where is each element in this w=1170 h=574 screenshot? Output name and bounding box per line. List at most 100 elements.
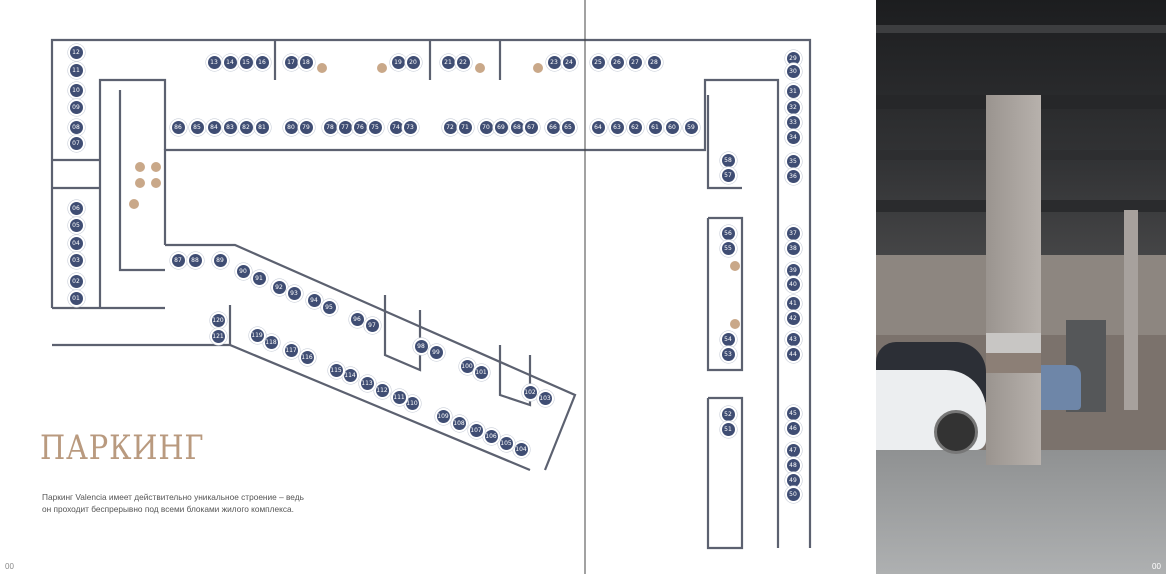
service-point-marker bbox=[129, 199, 139, 209]
parking-spot: 25 bbox=[591, 55, 605, 69]
parking-spot: 117 bbox=[284, 343, 298, 357]
parking-spot: 17 bbox=[284, 55, 298, 69]
parking-spot: 58 bbox=[721, 153, 735, 167]
parking-spot: 65 bbox=[561, 120, 575, 134]
parking-spot: 35 bbox=[786, 154, 800, 168]
parking-spot: 11 bbox=[69, 63, 83, 77]
service-point-marker bbox=[135, 162, 145, 172]
parking-spot: 15 bbox=[239, 55, 253, 69]
parking-spot: 79 bbox=[299, 120, 313, 134]
parking-spot: 48 bbox=[786, 458, 800, 472]
parking-spot: 47 bbox=[786, 443, 800, 457]
parking-spot: 51 bbox=[721, 422, 735, 436]
parking-spot: 61 bbox=[648, 120, 662, 134]
parking-spot: 118 bbox=[264, 335, 278, 349]
parking-spot: 07 bbox=[69, 136, 83, 150]
parking-spot: 72 bbox=[443, 120, 457, 134]
parking-spot: 78 bbox=[323, 120, 337, 134]
parking-spot: 37 bbox=[786, 226, 800, 240]
parking-spot: 46 bbox=[786, 421, 800, 435]
parking-spot: 88 bbox=[188, 253, 202, 267]
parking-spot: 01 bbox=[69, 291, 83, 305]
parking-spot: 31 bbox=[786, 84, 800, 98]
parking-spot: 38 bbox=[786, 241, 800, 255]
parking-spot: 50 bbox=[786, 487, 800, 501]
garage-photo: 00 bbox=[876, 0, 1166, 574]
parking-spot: 44 bbox=[786, 347, 800, 361]
parking-spot: 107 bbox=[469, 423, 483, 437]
parking-spot: 77 bbox=[338, 120, 352, 134]
parking-spot: 73 bbox=[403, 120, 417, 134]
service-point-marker bbox=[377, 63, 387, 73]
parking-spot: 18 bbox=[299, 55, 313, 69]
parking-spot: 96 bbox=[350, 312, 364, 326]
parking-spot: 54 bbox=[721, 332, 735, 346]
parking-spot: 02 bbox=[69, 274, 83, 288]
parking-spot: 84 bbox=[207, 120, 221, 134]
parking-spot: 14 bbox=[223, 55, 237, 69]
parking-spot: 93 bbox=[287, 286, 301, 300]
parking-spot: 26 bbox=[610, 55, 624, 69]
parking-spot: 24 bbox=[562, 55, 576, 69]
parking-spot: 67 bbox=[524, 120, 538, 134]
parking-spot: 116 bbox=[300, 350, 314, 364]
parking-spot: 112 bbox=[375, 383, 389, 397]
parking-spot: 56 bbox=[721, 226, 735, 240]
parking-spot: 95 bbox=[322, 300, 336, 314]
parking-spot: 113 bbox=[360, 376, 374, 390]
parking-spot: 75 bbox=[368, 120, 382, 134]
parking-spot: 52 bbox=[721, 407, 735, 421]
parking-spot: 16 bbox=[255, 55, 269, 69]
parking-spot: 04 bbox=[69, 236, 83, 250]
parking-spot: 06 bbox=[69, 201, 83, 215]
parking-spot: 98 bbox=[414, 339, 428, 353]
parking-spot: 111 bbox=[392, 390, 406, 404]
parking-spot: 74 bbox=[389, 120, 403, 134]
parking-spot: 36 bbox=[786, 169, 800, 183]
parking-spot: 91 bbox=[252, 271, 266, 285]
parking-spot: 63 bbox=[610, 120, 624, 134]
parking-spot: 103 bbox=[538, 391, 552, 405]
parking-spot: 100 bbox=[460, 359, 474, 373]
parking-spot: 21 bbox=[441, 55, 455, 69]
parking-spot: 20 bbox=[406, 55, 420, 69]
page-number-right: 00 bbox=[1152, 562, 1161, 571]
parking-spot: 76 bbox=[353, 120, 367, 134]
parking-spot: 39 bbox=[786, 263, 800, 277]
description-text: Паркинг Valencia имеет действительно уни… bbox=[42, 492, 304, 514]
parking-spot: 10 bbox=[69, 83, 83, 97]
parking-spot: 60 bbox=[665, 120, 679, 134]
parking-spot: 34 bbox=[786, 130, 800, 144]
service-point-marker bbox=[475, 63, 485, 73]
parking-spot: 40 bbox=[786, 277, 800, 291]
parking-spot: 28 bbox=[647, 55, 661, 69]
parking-spot: 82 bbox=[239, 120, 253, 134]
service-point-marker bbox=[151, 178, 161, 188]
parking-spot: 104 bbox=[514, 442, 528, 456]
parking-spot: 66 bbox=[546, 120, 560, 134]
parking-spot: 97 bbox=[365, 318, 379, 332]
parking-spot: 80 bbox=[284, 120, 298, 134]
parking-spot: 08 bbox=[69, 120, 83, 134]
parking-spot: 64 bbox=[591, 120, 605, 134]
parking-spot: 81 bbox=[255, 120, 269, 134]
parking-spot: 05 bbox=[69, 218, 83, 232]
parking-spot: 03 bbox=[69, 253, 83, 267]
parking-spot: 89 bbox=[213, 253, 227, 267]
parking-spot: 85 bbox=[190, 120, 204, 134]
parking-spot: 105 bbox=[499, 436, 513, 450]
parking-spot: 43 bbox=[786, 332, 800, 346]
parking-spot: 41 bbox=[786, 296, 800, 310]
parking-spot: 13 bbox=[207, 55, 221, 69]
parking-spot: 86 bbox=[171, 120, 185, 134]
parking-spot: 23 bbox=[547, 55, 561, 69]
parking-spot: 119 bbox=[250, 328, 264, 342]
parking-spot: 12 bbox=[69, 45, 83, 59]
parking-spot: 27 bbox=[628, 55, 642, 69]
parking-spot: 22 bbox=[456, 55, 470, 69]
service-point-marker bbox=[151, 162, 161, 172]
parking-spot: 69 bbox=[494, 120, 508, 134]
parking-spot: 106 bbox=[484, 429, 498, 443]
parking-spot: 29 bbox=[786, 51, 800, 65]
